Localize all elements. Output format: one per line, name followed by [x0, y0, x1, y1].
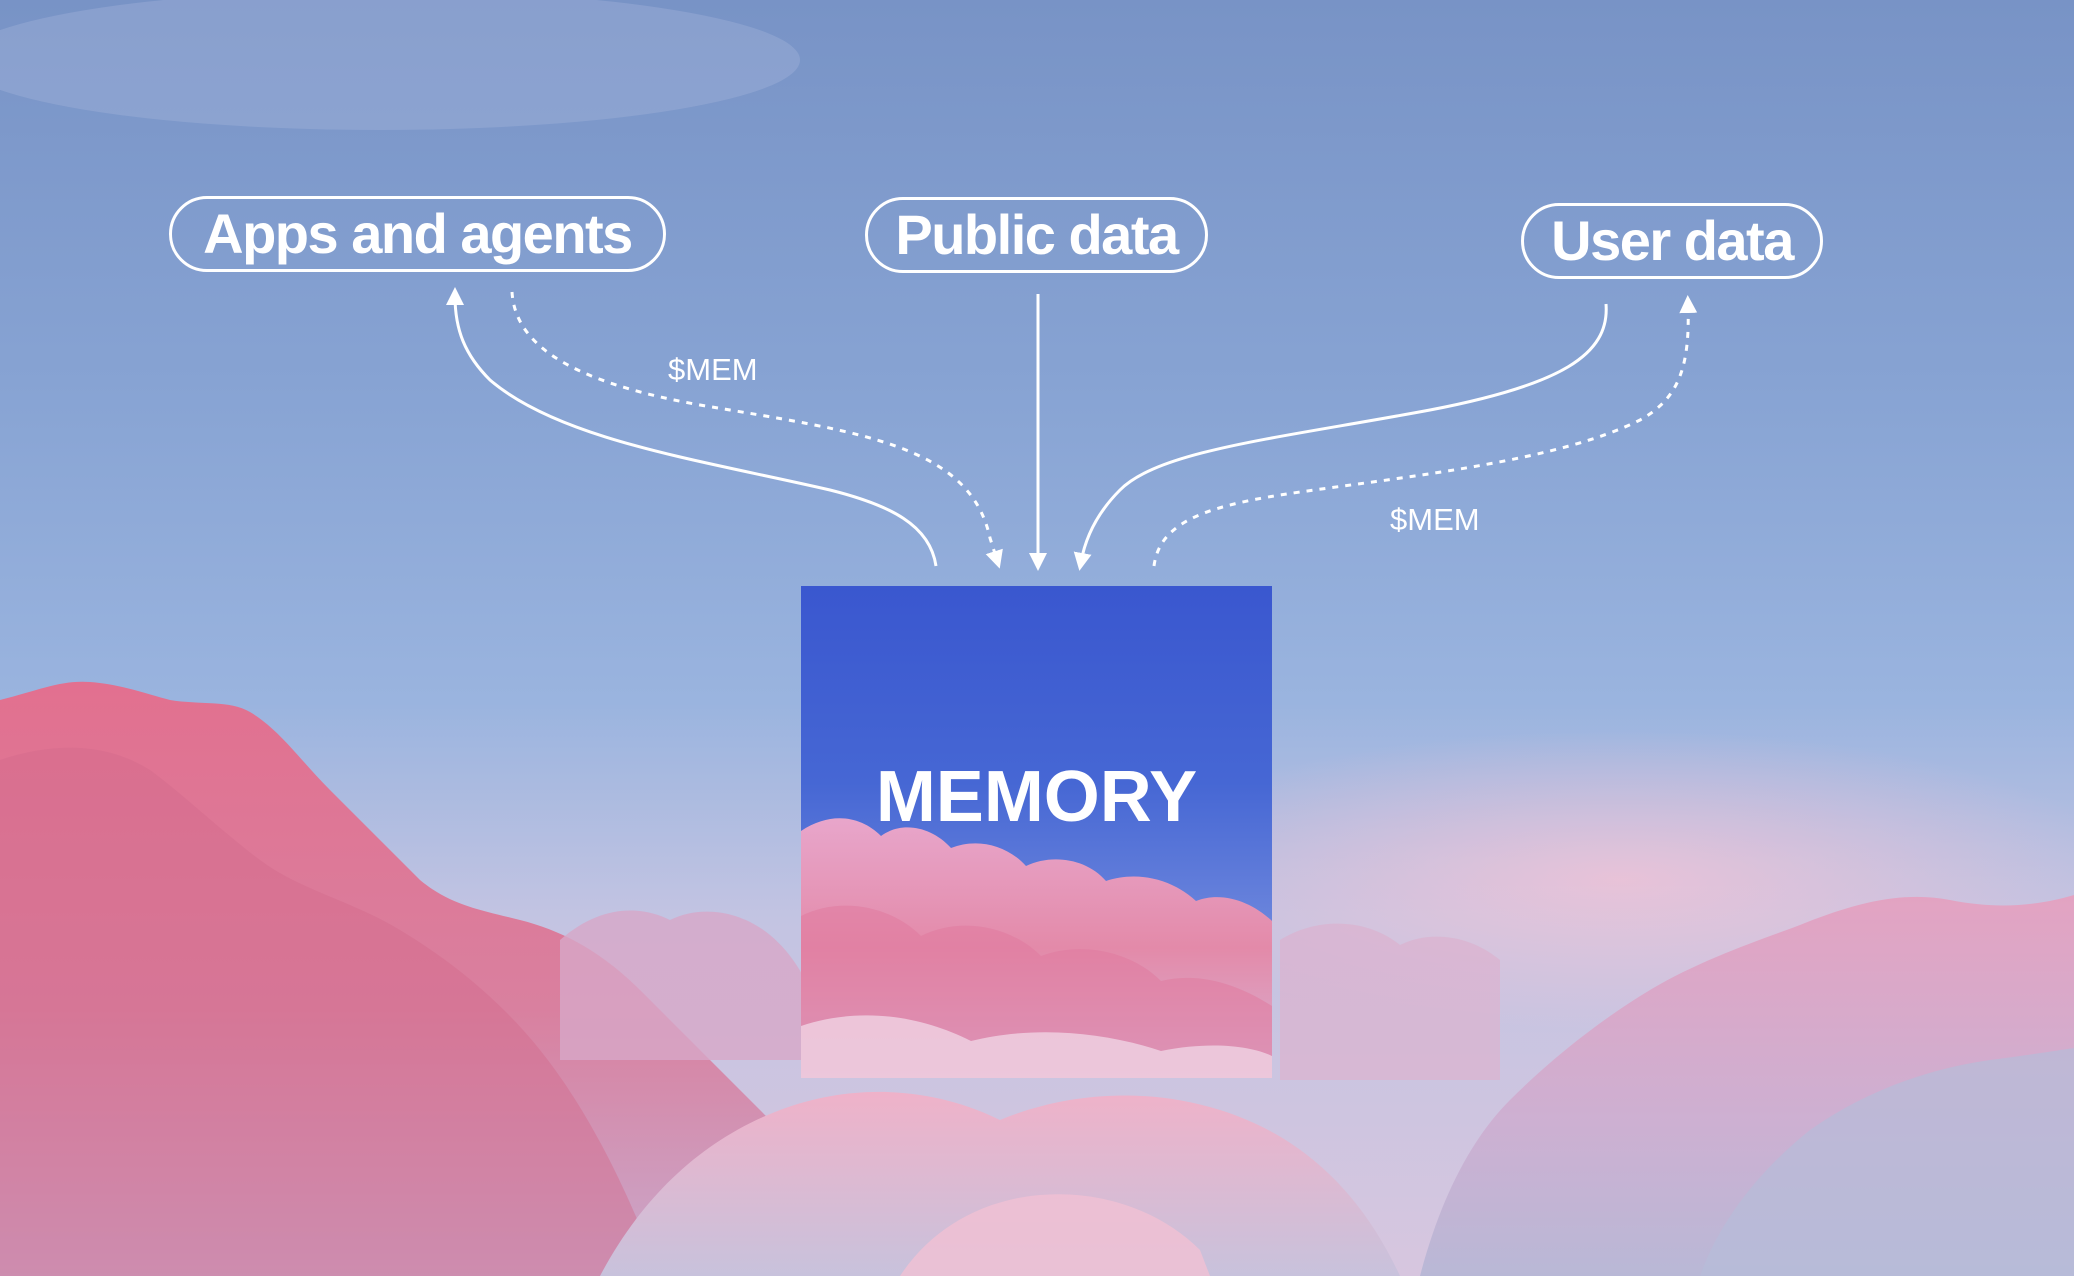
memory-card-clouds — [801, 818, 1272, 1078]
node-user-data: User data — [1521, 203, 1823, 279]
user-to-memory-connector — [1073, 303, 1608, 571]
left-cloud-shadow — [0, 747, 660, 1276]
middle-cloud-left — [560, 910, 830, 1060]
node-apps-and-agents-label: Apps and agents — [203, 202, 633, 265]
middle-cloud-right — [1280, 923, 1500, 1080]
memory-to-user-token-connector — [1152, 295, 1698, 567]
edge-label-token-right: $MEM — [1390, 502, 1480, 537]
node-public-data-label: Public data — [895, 203, 1179, 266]
memory-wordmark: MEMORY — [875, 757, 1198, 837]
right-cloud-shadow — [1700, 1048, 2074, 1276]
sky-haze — [0, 0, 800, 130]
left-cloud-mountain — [0, 681, 880, 1276]
bottom-cloud — [600, 1091, 1400, 1276]
node-public-data: Public data — [865, 197, 1208, 273]
node-user-data-label: User data — [1551, 209, 1794, 272]
edge-label-token-left: $MEM — [668, 352, 758, 387]
bottom-cloud-highlight — [900, 1194, 1210, 1276]
node-memory: MEMORY — [801, 586, 1272, 1078]
apps-to-memory-token-connector — [510, 291, 1003, 569]
node-apps-and-agents: Apps and agents — [169, 196, 666, 272]
memory-to-apps-connector — [446, 287, 938, 567]
